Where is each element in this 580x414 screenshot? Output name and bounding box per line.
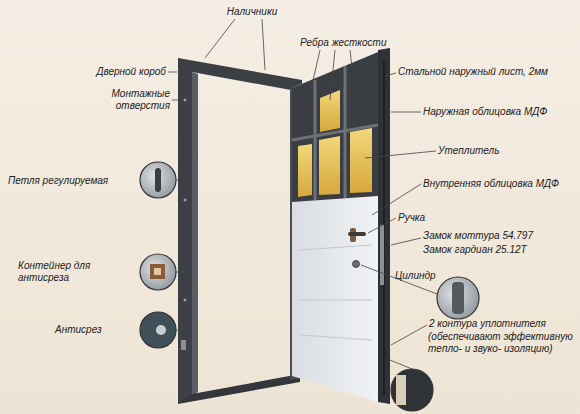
part-label: Ребра жесткости — [300, 37, 410, 49]
part-label: Антисрез — [55, 324, 135, 336]
part-label: Цилиндр — [395, 270, 455, 282]
detail-insets — [140, 162, 479, 411]
part-label: (обеспечивают эффективную тепло- и звуко… — [428, 331, 576, 355]
part-label: Контейнер для антисреза — [18, 260, 130, 284]
part-label: Дверной короб — [78, 66, 166, 78]
part-label: Наличники — [212, 6, 292, 18]
part-label: Стальной наружный лист, 2мм — [398, 66, 573, 78]
leader-lines — [168, 19, 437, 369]
part-label: Наружная облицовка МДФ — [423, 106, 575, 118]
part-label: Монтажные отверстия — [95, 88, 170, 112]
door-frame — [178, 58, 302, 404]
part-label: Замок моттура 54.797 — [423, 230, 575, 242]
door-leaf — [292, 48, 390, 404]
part-label: Утеплитель — [438, 145, 558, 157]
part-label: Внутренняя облицовка МДФ — [423, 178, 575, 190]
part-label: Замок гардиан 25.12Т — [423, 244, 575, 256]
part-label: Ручка — [398, 212, 458, 224]
part-label: 2 контура уплотнителя — [429, 318, 574, 330]
part-label: Петля регулируемая — [8, 175, 136, 187]
